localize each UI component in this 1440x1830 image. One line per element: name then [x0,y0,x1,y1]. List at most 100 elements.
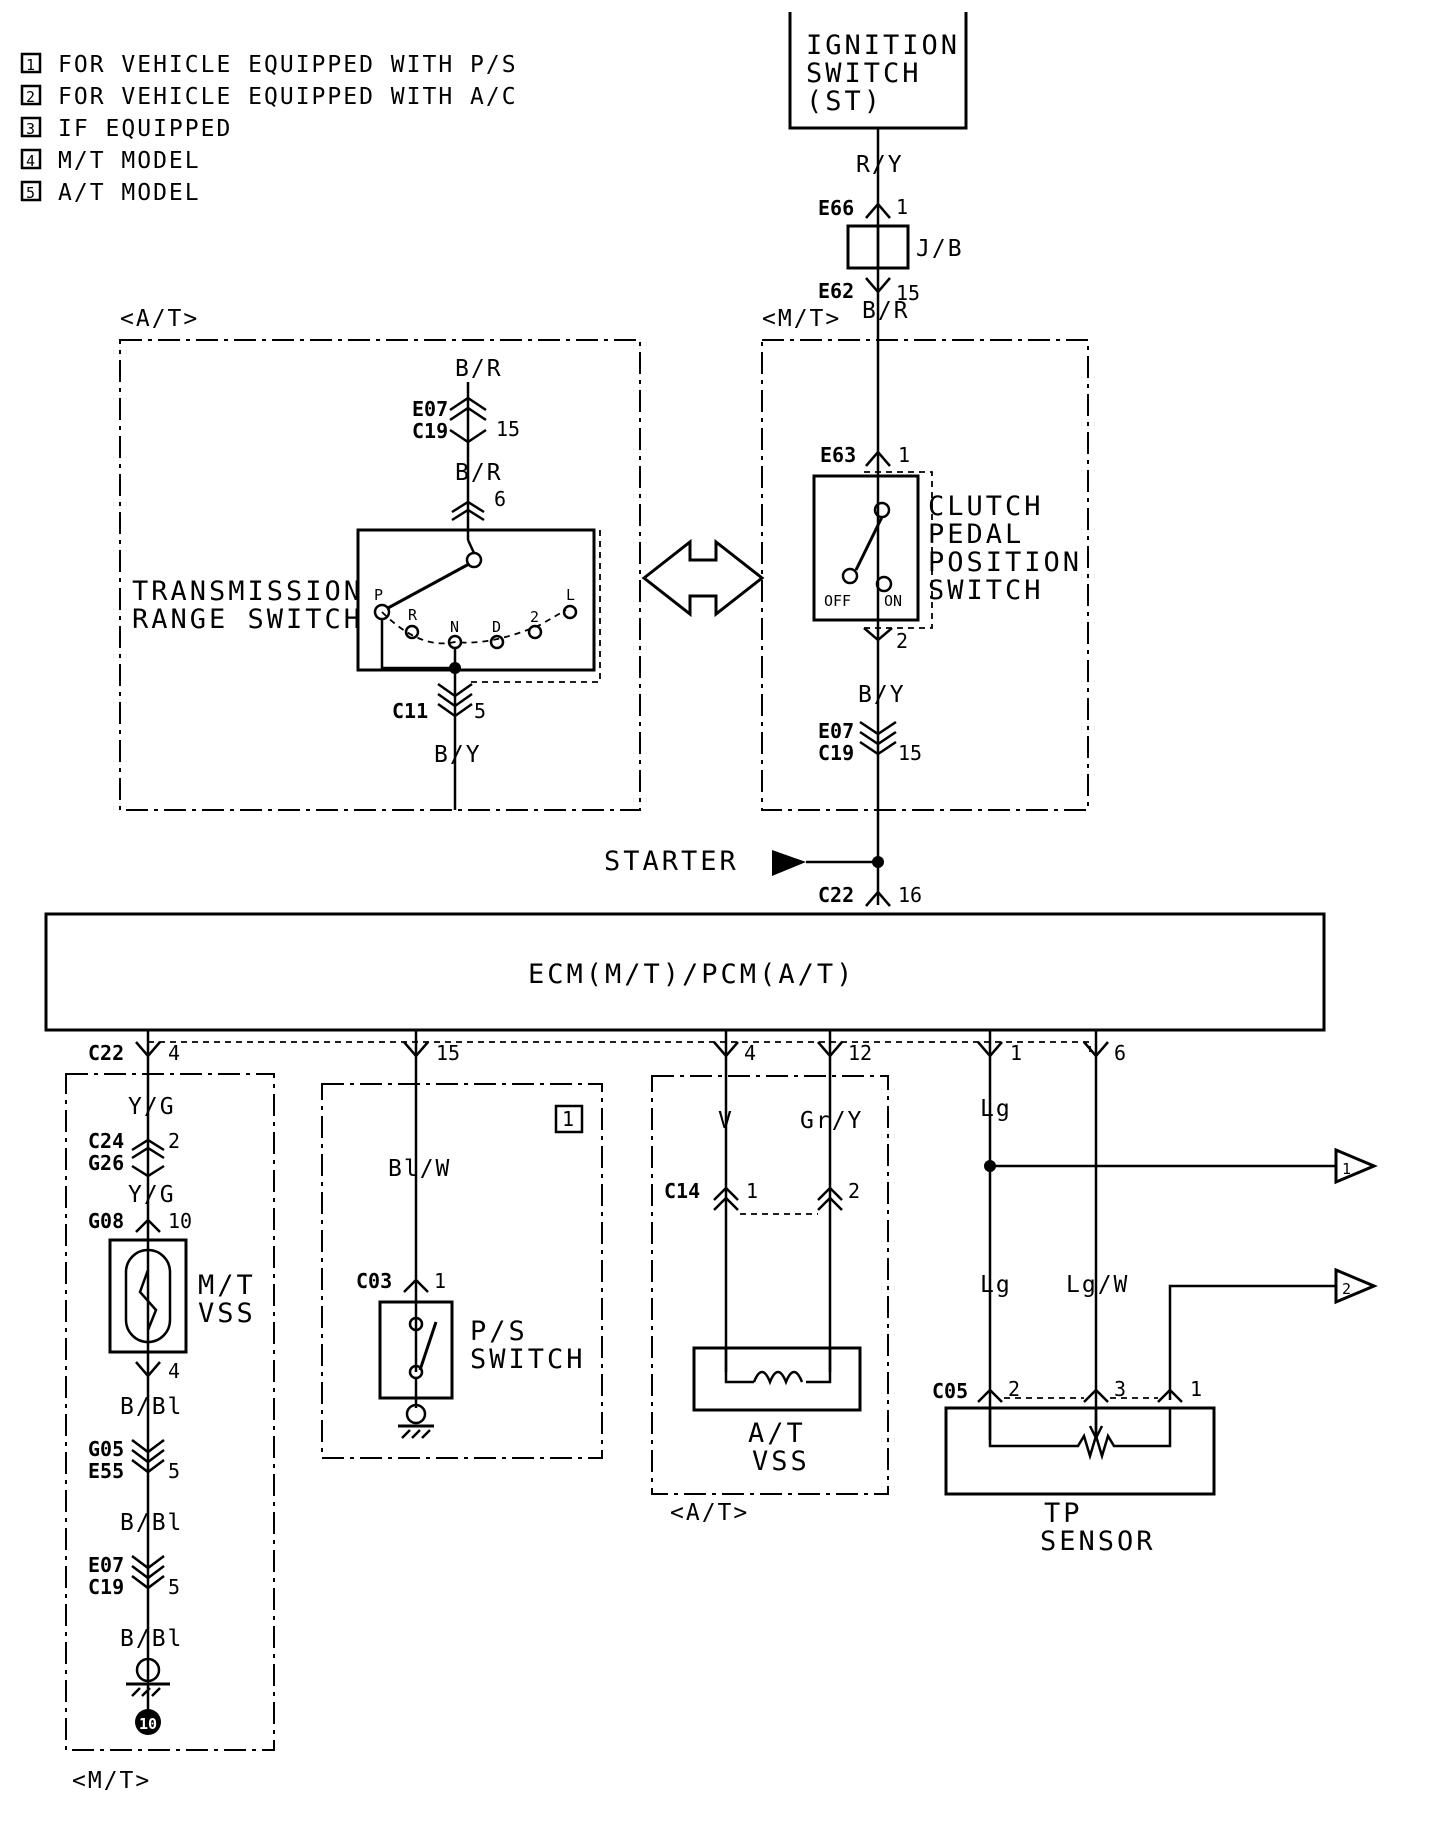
legend-item-4: 4 M/T MODEL [20,148,201,174]
svg-text:15: 15 [896,281,920,305]
wire-color-r-y: R/Y [856,152,904,178]
svg-text:C19: C19 [818,741,854,765]
svg-text:2: 2 [530,608,539,626]
svg-text:6: 6 [494,487,506,511]
svg-text:15: 15 [898,741,922,765]
svg-text:1: 1 [746,1179,758,1203]
svg-text:4: 4 [744,1041,756,1065]
svg-text:1: 1 [1010,1041,1022,1065]
svg-text:L: L [566,586,575,604]
svg-text:Bl/W: Bl/W [388,1156,451,1182]
svg-text:B/Y: B/Y [434,742,482,768]
svg-text:B/Bl: B/Bl [120,1626,183,1652]
svg-text:E66: E66 [818,196,854,220]
svg-text:4: 4 [26,152,35,170]
svg-text:Y/G: Y/G [128,1182,176,1208]
svg-text:2: 2 [26,88,35,106]
svg-text:Y/G: Y/G [128,1094,176,1120]
svg-text:M/T: M/T [198,1270,256,1301]
svg-text:E63: E63 [820,443,856,467]
svg-text:M/T MODEL: M/T MODEL [58,148,201,174]
svg-text:R: R [408,606,418,624]
svg-text:5: 5 [474,699,486,723]
svg-text:C19: C19 [412,419,448,443]
svg-text:1: 1 [1190,1377,1202,1401]
svg-text:PEDAL: PEDAL [928,519,1024,550]
svg-text:B/R: B/R [455,356,503,382]
svg-text:B/Bl: B/Bl [120,1510,183,1536]
svg-text:RANGE SWITCH: RANGE SWITCH [132,604,363,635]
svg-text:E55: E55 [88,1459,124,1483]
svg-text:12: 12 [848,1041,872,1065]
svg-text:<M/T>: <M/T> [762,306,841,332]
svg-text:A/T: A/T [748,1418,806,1449]
svg-text:15: 15 [436,1041,460,1065]
svg-text:4: 4 [168,1359,180,1383]
at-range-switch-box: <A/T> B/R E07 C19 15 B/R 6 TRANSMISSION … [119,306,641,811]
svg-text:C19: C19 [88,1575,124,1599]
svg-text:10: 10 [168,1209,192,1233]
svg-text:IGNITION: IGNITION [806,30,960,61]
svg-text:E07: E07 [88,1553,124,1577]
svg-text:VSS: VSS [198,1298,256,1329]
starter: STARTER C22 16 [604,846,922,907]
svg-text:2: 2 [1342,1280,1351,1298]
svg-text:E62: E62 [818,279,854,303]
svg-text:SENSOR: SENSOR [1040,1526,1156,1557]
svg-text:STARTER: STARTER [604,846,739,877]
legend-item-5: 5 A/T MODEL [20,180,199,206]
svg-text:J/B: J/B [916,236,964,262]
mt-clutch-switch-box: <M/T> E63 1 OFF ON CLUTCH PEDAL POSITION… [761,306,1089,811]
svg-text:SWITCH: SWITCH [470,1344,586,1375]
svg-text:<A/T>: <A/T> [120,306,199,332]
svg-text:(ST): (ST) [806,86,883,117]
ignition-switch: IGNITION SWITCH (ST) [788,12,968,130]
legend: 1 FOR VEHICLE EQUIPPED WITH P/S 2 FOR VE… [20,52,518,206]
legend-item-2: 2 FOR VEHICLE EQUIPPED WITH A/C [20,84,518,110]
svg-text:FOR VEHICLE EQUIPPED WITH A/C: FOR VEHICLE EQUIPPED WITH A/C [58,84,518,110]
svg-text:TRANSMISSION: TRANSMISSION [132,576,363,607]
svg-text:6: 6 [1114,1041,1126,1065]
svg-text:Lg/W: Lg/W [1066,1272,1129,1298]
svg-text:C05: C05 [932,1379,968,1403]
svg-text:B/R: B/R [862,298,910,324]
svg-text:5: 5 [168,1459,180,1483]
junction-block: E66 1 J/B E62 15 B/R [818,195,964,324]
svg-text:Gr/Y: Gr/Y [800,1108,863,1134]
svg-text:2: 2 [896,629,908,653]
svg-text:TP: TP [1044,1498,1083,1529]
ps-switch-circuit: 15 1 Bl/W C03 1 P/S SWITCH [321,1030,603,1459]
svg-text:C22: C22 [818,883,854,907]
svg-text:G05: G05 [88,1437,124,1461]
svg-text:FOR VEHICLE EQUIPPED WITH P/S: FOR VEHICLE EQUIPPED WITH P/S [58,52,518,78]
svg-text:16: 16 [898,883,922,907]
svg-text:D: D [492,618,501,636]
svg-text:C11: C11 [392,699,428,723]
svg-text:C03: C03 [356,1269,392,1293]
svg-text:V: V [718,1108,734,1134]
svg-text:5: 5 [168,1575,180,1599]
svg-text:B/R: B/R [455,460,503,486]
svg-text:C14: C14 [664,1179,700,1203]
svg-text:4: 4 [168,1041,180,1065]
svg-text:2: 2 [848,1179,860,1203]
at-vss-circuit: 4 12 V Gr/Y C14 1 2 A/T VSS <A/T> [651,1030,889,1526]
svg-text:SWITCH: SWITCH [928,575,1044,606]
svg-text:ON: ON [884,592,902,610]
svg-text:<M/T>: <M/T> [72,1768,151,1794]
svg-text:C22: C22 [88,1041,124,1065]
svg-text:E07: E07 [412,397,448,421]
svg-text:P: P [374,586,383,604]
svg-text:SWITCH: SWITCH [806,58,922,89]
legend-item-1: 1 FOR VEHICLE EQUIPPED WITH P/S [20,52,518,78]
svg-text:1: 1 [26,56,35,74]
ecm-pcm-module: ECM(M/T)/PCM(A/T) [44,912,1326,1032]
svg-text:N: N [450,618,459,636]
svg-text:1: 1 [896,195,908,219]
svg-text:B/Bl: B/Bl [120,1394,183,1420]
svg-text:5: 5 [26,184,35,202]
svg-text:C24: C24 [88,1129,124,1153]
svg-text:1: 1 [898,443,910,467]
svg-text:POSITION: POSITION [928,547,1082,578]
